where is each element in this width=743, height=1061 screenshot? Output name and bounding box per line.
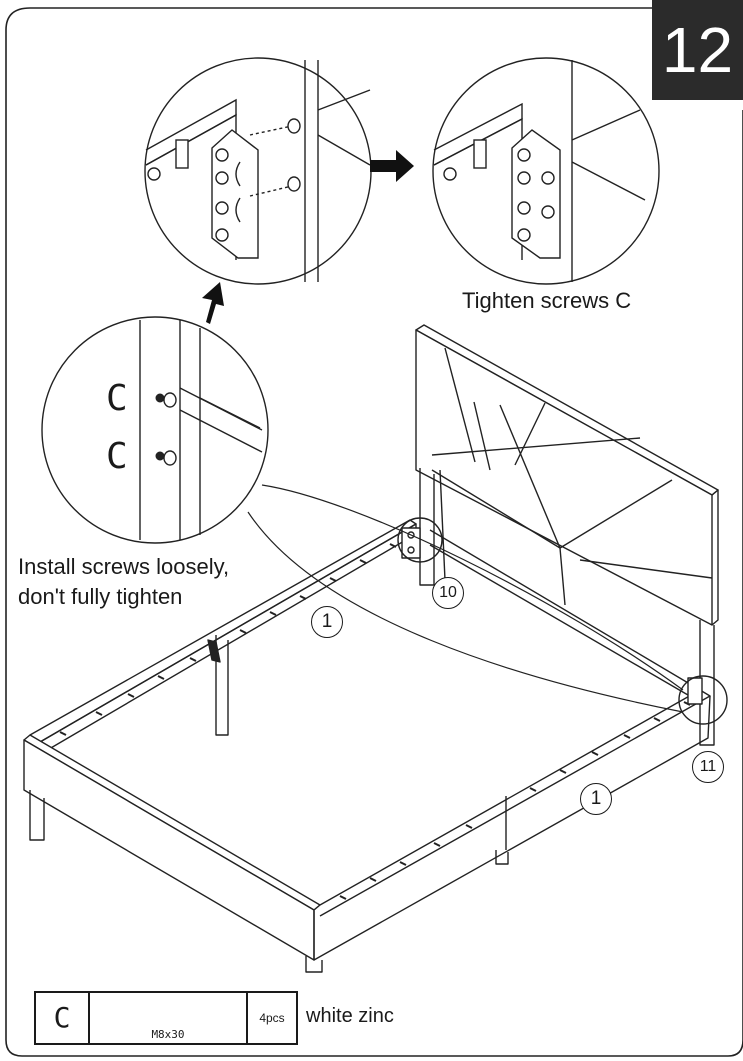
detail-install-loosely bbox=[41, 316, 269, 544]
caption-install-loosely: Install screws loosely, don't fully tigh… bbox=[18, 552, 229, 612]
hardware-parts-table: C M8x30 4pcs bbox=[34, 991, 298, 1045]
footboard bbox=[23, 734, 321, 911]
callout-letter-c-top: C bbox=[106, 378, 128, 419]
part-number-side-rail-left: 1 bbox=[311, 606, 343, 638]
detail-after-tighten bbox=[432, 57, 660, 285]
headboard-leg-left bbox=[419, 468, 435, 586]
part-number-headboard-leg-right: 11 bbox=[692, 751, 724, 783]
parts-table-quantity: 4pcs bbox=[259, 1011, 285, 1025]
step-number-badge: 12 bbox=[652, 0, 743, 100]
parts-table-screw-cell: M8x30 bbox=[90, 993, 248, 1043]
arrow-right-icon bbox=[370, 150, 414, 182]
parts-table-finish: white zinc bbox=[306, 1005, 394, 1027]
part-number-headboard-leg-left: 10 bbox=[432, 577, 464, 609]
callout-ring-right bbox=[678, 675, 728, 725]
page-border bbox=[5, 7, 743, 1057]
part-number-side-rail-right: 1 bbox=[580, 783, 612, 815]
caption-tighten-screws: Tighten screws C bbox=[462, 288, 632, 313]
arrow-up-icon bbox=[202, 282, 224, 324]
side-rail-right bbox=[313, 689, 711, 917]
screw-icon bbox=[155, 392, 177, 466]
callout-letter-c-bottom: C bbox=[106, 436, 128, 477]
detail-before-tighten bbox=[144, 57, 372, 285]
callout-ring-left bbox=[397, 517, 443, 563]
bed-frame bbox=[23, 324, 719, 973]
caption-install-line-2: don't fully tighten bbox=[18, 584, 183, 609]
parts-table-size: M8x30 bbox=[151, 1028, 185, 1041]
caption-install-line-1: Install screws loosely, bbox=[18, 554, 230, 579]
parts-table-letter: C bbox=[36, 993, 90, 1043]
